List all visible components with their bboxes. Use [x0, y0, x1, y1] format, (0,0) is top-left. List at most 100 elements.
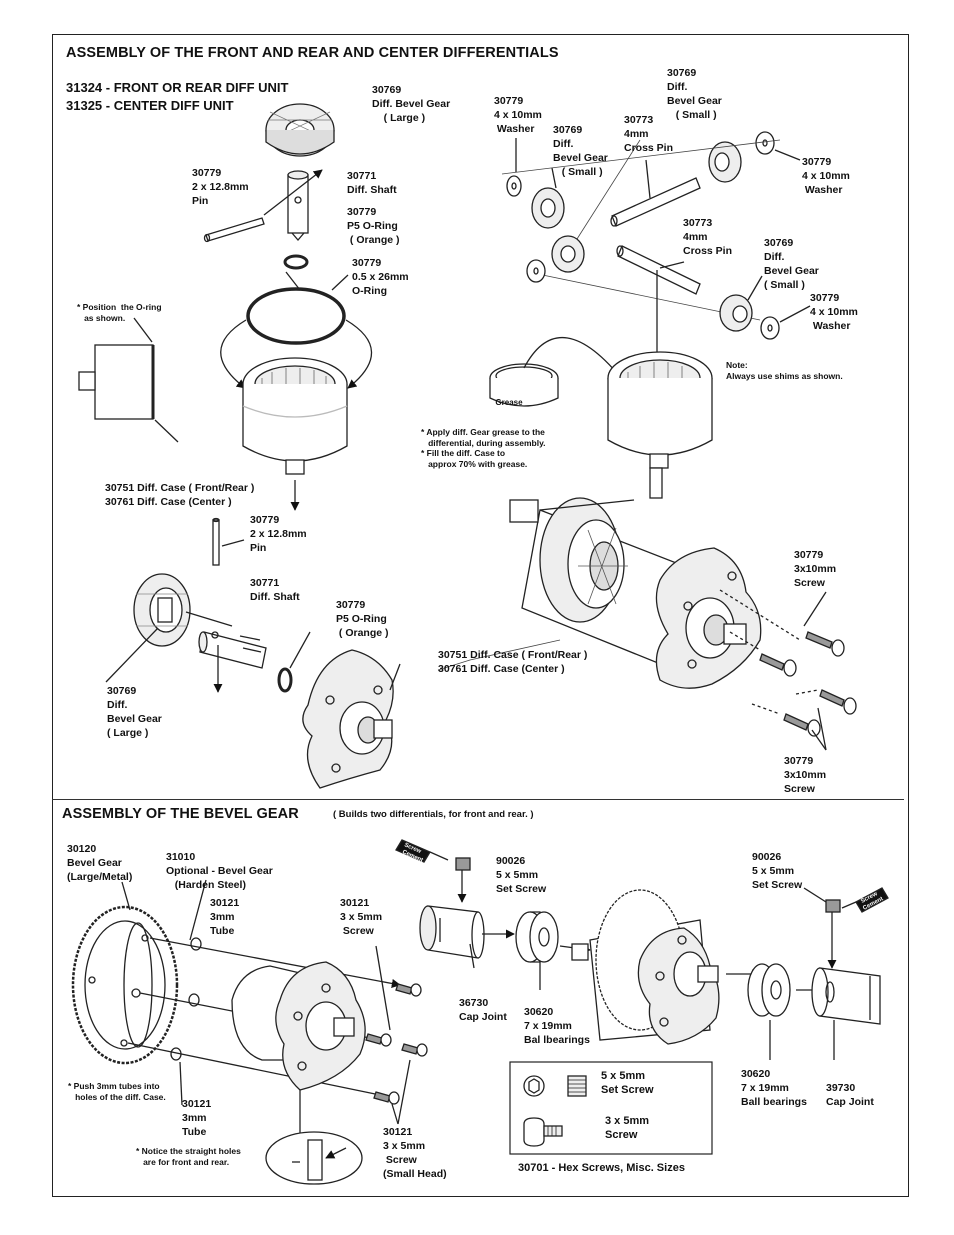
oring-26mm	[246, 287, 346, 345]
diff-case-right	[607, 351, 713, 499]
cap-joint-left	[419, 905, 485, 959]
bevel-assembly-note: ( Builds two differentials, for front an…	[333, 809, 534, 820]
label-30769-small-3: 30769 Diff. Bevel Gear ( Small )	[764, 237, 819, 291]
label-30121-screw-lower: 30121 3 x 5mm Screw (Small Head)	[383, 1126, 447, 1180]
washer-tr-4	[760, 316, 780, 340]
screw-3x5-3	[401, 1043, 428, 1057]
screw-3x5-4	[373, 1091, 400, 1105]
label-90026-set-screw-right: 90026 5 x 5mm Set Screw	[752, 851, 803, 891]
assembled-diff-bottom	[571, 889, 720, 1045]
label-30120-bevel-gear: 30120 Bevel Gear (Large/Metal)	[67, 843, 133, 883]
cross-pin-2	[616, 245, 701, 295]
ball-bearing-right	[747, 963, 791, 1017]
pin-middle	[212, 517, 220, 566]
screw-3x5-2	[365, 1033, 392, 1047]
label-30620-bearing-right: 30620 7 x 19mm Ball bearings	[741, 1068, 807, 1108]
grease-tin	[489, 363, 559, 407]
screw-3x10-2	[759, 653, 797, 677]
set-screw-5x5-2	[825, 899, 841, 913]
note-push-tubes: * Push 3mm tubes into holes of the diff.…	[68, 1081, 166, 1102]
diff-case-left	[242, 357, 348, 475]
label-diff-case-right: 30751 Diff. Case ( Front/Rear ) 30761 Di…	[438, 649, 588, 675]
label-30779-p5-middle: 30779 P5 O-Ring ( Orange )	[336, 599, 389, 639]
ball-bearing-left	[515, 911, 559, 963]
diff-assembly-title: ASSEMBLY OF THE FRONT AND REAR AND CENTE…	[66, 45, 559, 61]
label-30779-pin-top: 30779 2 x 12.8mm Pin	[192, 167, 249, 207]
p5-oring-middle	[277, 667, 293, 693]
label-30620-bearing-left: 30620 7 x 19mm Bal lbearings	[524, 1006, 590, 1046]
screw-3x5-1	[395, 983, 422, 997]
label-30771-shaft-top: 30771 Diff. Shaft	[347, 170, 397, 196]
screw-cement-tube-2	[841, 887, 889, 913]
label-30769-large-middle: 30769 Diff. Bevel Gear ( Large )	[107, 685, 162, 739]
label-30121-screw-upper: 30121 3 x 5mm Screw	[340, 897, 383, 937]
bevel-assembly-title: ASSEMBLY OF THE BEVEL GEAR	[62, 806, 299, 822]
label-30779-washer-tr2: 30779 4 x 10mm Washer	[802, 156, 850, 196]
diff-case-bottom	[231, 961, 366, 1091]
label-30779-oring-26: 30779 0.5 x 26mm O-Ring	[352, 257, 409, 297]
screw-3x10-3	[819, 689, 857, 715]
hex-box-screw-label: 3 x 5mm Screw	[605, 1115, 650, 1141]
label-30773-pin-2: 30773 4mm Cross Pin	[683, 217, 733, 257]
note-shims: Note: Always use shims as shown.	[726, 360, 843, 381]
label-30769-large-top: 30769 Diff. Bevel Gear ( Large )	[372, 84, 451, 124]
screw-3x10-4	[783, 713, 821, 737]
note-oring-position: * Position the O-ring as shown.	[77, 302, 162, 323]
label-36730-cap-joint: 36730 Cap Joint	[459, 997, 507, 1023]
label-30779-p5-top: 30779 P5 O-Ring ( Orange )	[347, 206, 400, 246]
page-frame	[52, 34, 909, 1197]
washer-tr-1	[506, 175, 522, 197]
small-bevel-gear-3	[551, 235, 585, 273]
grease-label: Grease	[495, 398, 523, 407]
label-30773-pin-1: 30773 4mm Cross Pin	[624, 114, 674, 154]
label-31010-optional-gear: 31010 Optional - Bevel Gear (Harden Stee…	[166, 851, 273, 891]
section-divider	[52, 799, 904, 800]
large-metal-bevel-gear	[71, 905, 179, 1065]
screw-3x10-1	[805, 631, 845, 657]
cross-pin-1	[610, 177, 701, 227]
label-30779-screw-lower: 30779 3x10mm Screw	[784, 755, 827, 795]
assembled-diff-body	[509, 497, 721, 681]
label-30769-small-1: 30769 Diff. Bevel Gear ( Small )	[553, 124, 608, 178]
small-bevel-gear-1	[531, 187, 565, 229]
washer-tr-2	[755, 131, 775, 155]
diff-shaft-top	[287, 170, 309, 241]
hex-box-caption: 30701 - Hex Screws, Misc. Sizes	[518, 1162, 685, 1174]
large-bevel-gear-top	[265, 103, 335, 157]
oring-position-detail	[78, 317, 179, 443]
pin-top	[203, 217, 265, 243]
set-screw-5x5-1	[455, 857, 471, 871]
p5-oring-top	[283, 254, 309, 270]
diff-case-cap-left	[302, 649, 394, 789]
straight-holes-detail	[265, 1131, 363, 1185]
label-30121-tube-upper: 30121 3mm Tube	[210, 897, 240, 937]
unit-center-title: 31325 - CENTER DIFF UNIT	[66, 98, 234, 113]
cap-joint-right	[811, 967, 881, 1025]
screw-cement-tube-1	[395, 839, 449, 863]
label-diff-case-left: 30751 Diff. Case ( Front/Rear ) 30761 Di…	[105, 482, 255, 508]
hex-socket-icon	[523, 1075, 545, 1097]
label-30771-shaft-middle: 30771 Diff. Shaft	[250, 577, 300, 603]
label-30779-pin-middle: 30779 2 x 12.8mm Pin	[250, 514, 307, 554]
label-30121-tube-lower: 30121 3mm Tube	[182, 1098, 212, 1138]
note-straight-holes: * Notice the straight holes are for fron…	[136, 1146, 241, 1167]
diff-case-cap-right	[655, 547, 762, 689]
hex-box-set-screw-label: 5 x 5mm Set Screw	[601, 1070, 654, 1096]
label-30779-washer-tr3: 30779 4 x 10mm Washer	[810, 292, 858, 332]
label-90026-set-screw-left: 90026 5 x 5mm Set Screw	[496, 855, 547, 895]
hex-screws-box	[509, 1061, 713, 1155]
small-bevel-gear-4	[719, 294, 753, 332]
diff-shaft-middle	[198, 631, 267, 669]
large-bevel-gear-middle	[133, 573, 191, 647]
tube-3mm-1	[190, 937, 202, 951]
washer-tr-3	[526, 259, 546, 283]
small-bevel-gear-2	[708, 141, 742, 183]
unit-front-rear-title: 31324 - FRONT OR REAR DIFF UNIT	[66, 80, 289, 95]
label-30779-washer-tr1: 30779 4 x 10mm Washer	[494, 95, 542, 135]
label-30779-screw-upper: 30779 3x10mm Screw	[794, 549, 837, 589]
note-grease: * Apply diff. Gear grease to the differe…	[421, 427, 546, 469]
label-39730-cap-joint: 39730 Cap Joint	[826, 1082, 874, 1108]
button-head-screw-icon	[523, 1117, 563, 1147]
label-30769-small-2: 30769 Diff. Bevel Gear ( Small )	[667, 67, 722, 121]
